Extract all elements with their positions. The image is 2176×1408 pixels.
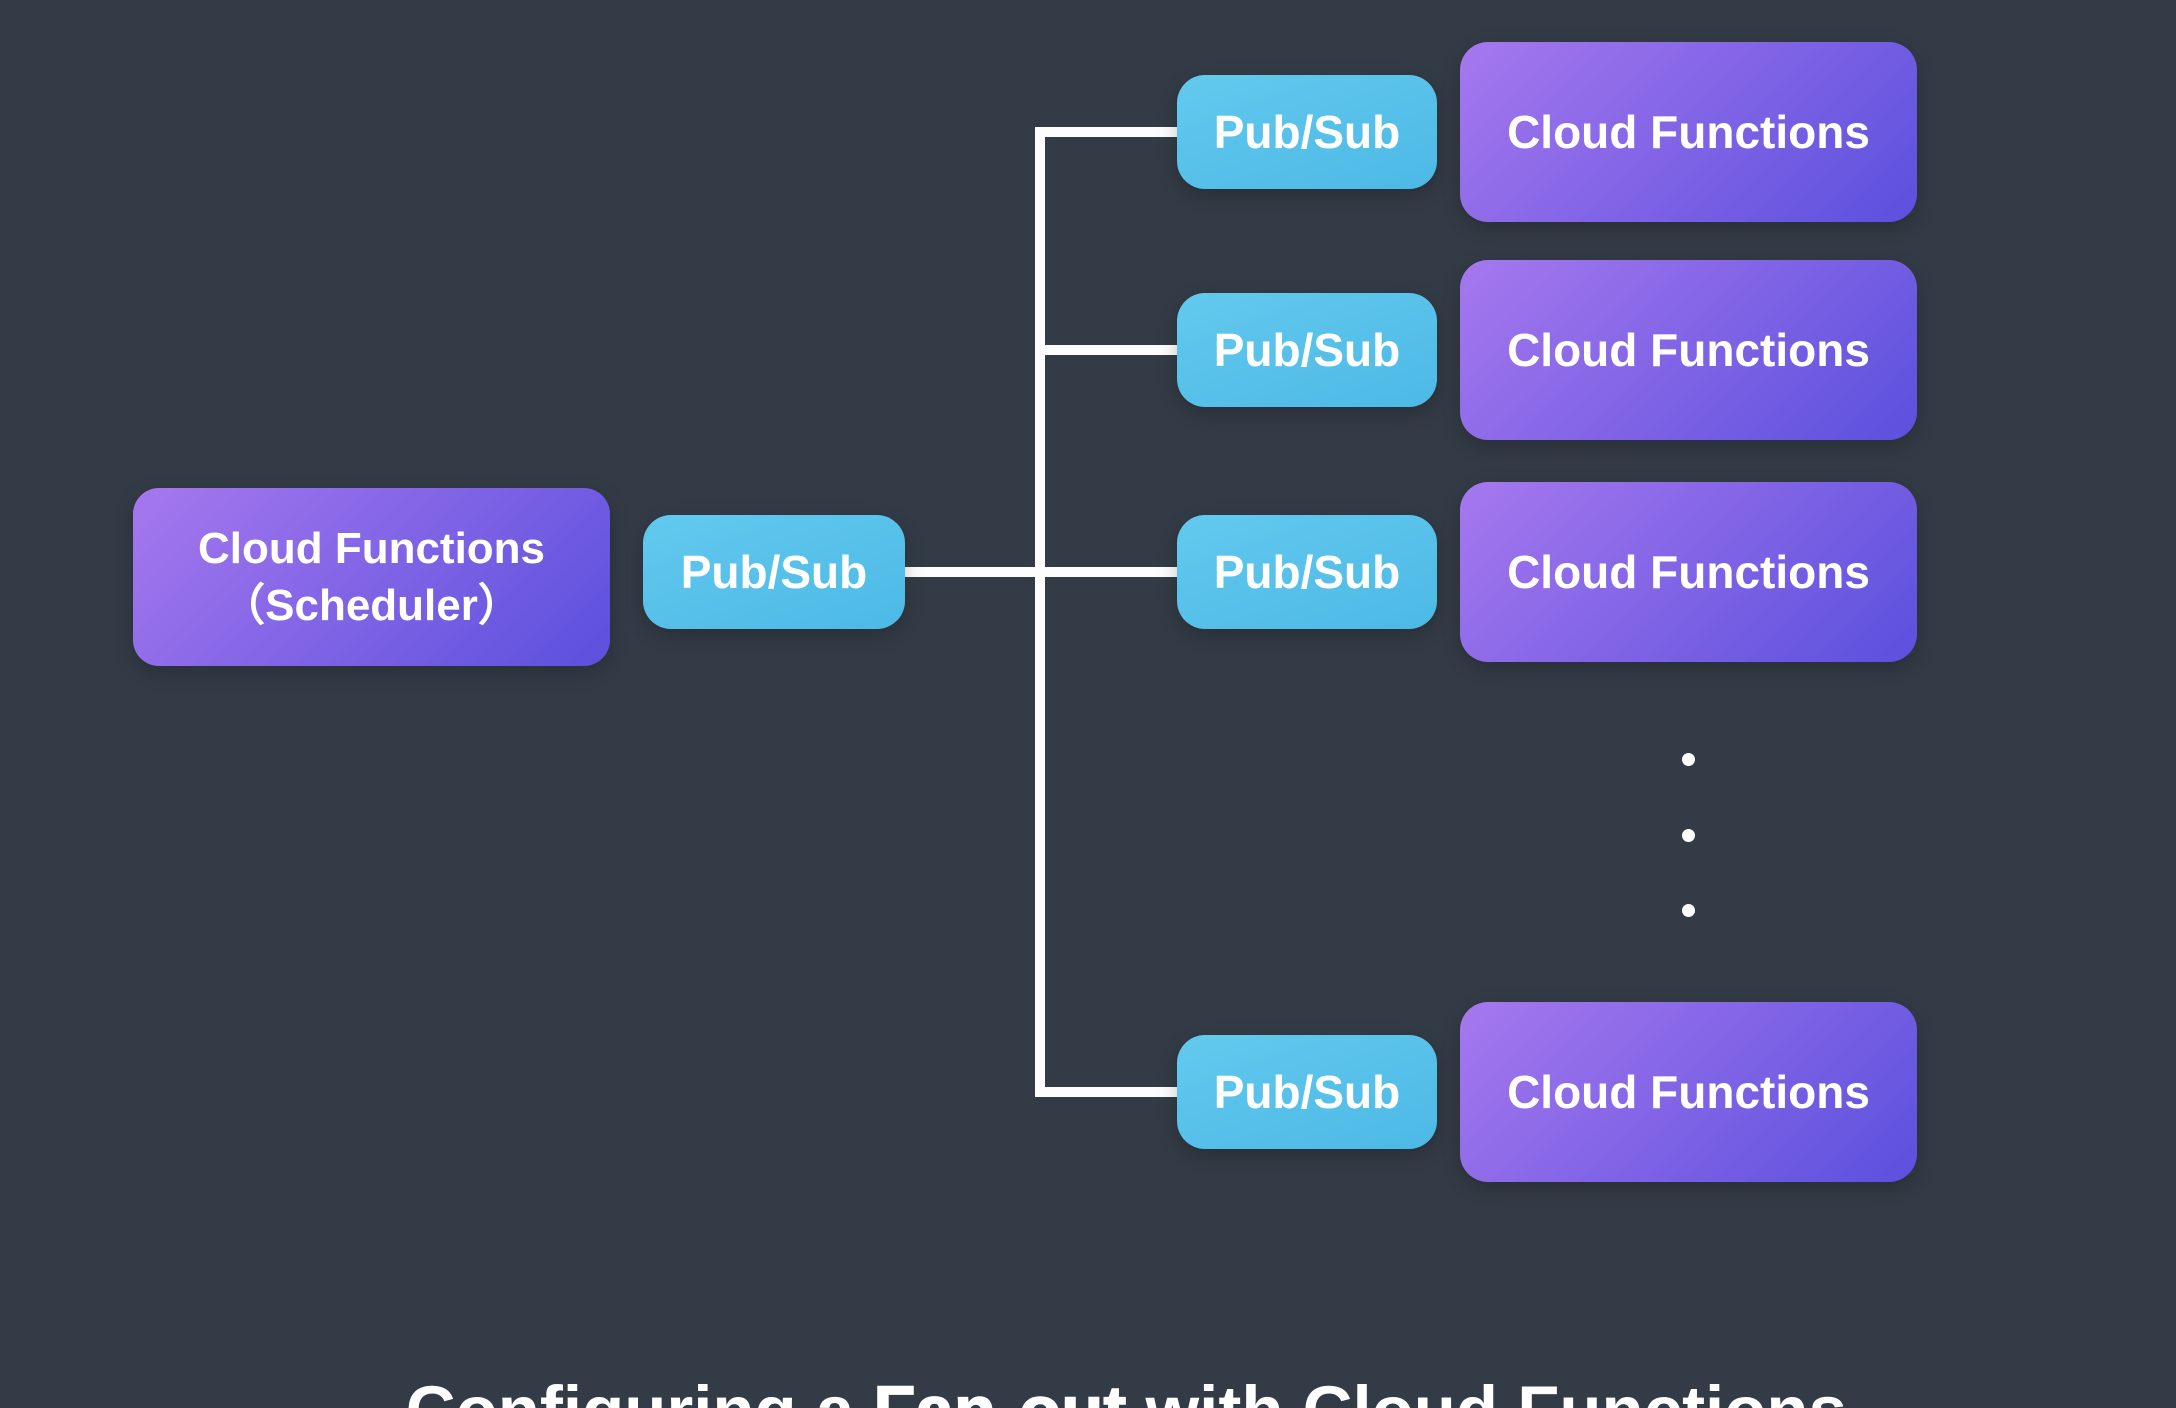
scheduler-label: Cloud Functions （Scheduler）	[198, 520, 545, 634]
caption-prefix: Configuring a	[406, 1372, 874, 1408]
hub-pubsub-label: Pub/Sub	[680, 546, 868, 598]
cloud-functions-box-2: Cloud Functions	[1460, 260, 1917, 440]
cloud-functions-label: Cloud Functions	[1507, 106, 1870, 158]
caption-suffix: with Cloud Functions	[1126, 1372, 1846, 1408]
ellipsis-dot	[1682, 753, 1695, 766]
ellipsis-dots	[1682, 753, 1695, 917]
pubsub-box-4: Pub/Sub	[1177, 1035, 1437, 1149]
pubsub-label: Pub/Sub	[1213, 324, 1401, 376]
cloud-functions-scheduler-box: Cloud Functions （Scheduler）	[133, 488, 610, 666]
caption-fanout-highlight: Fan-out	[873, 1371, 1127, 1408]
cloud-functions-box-3: Cloud Functions	[1460, 482, 1917, 662]
cloud-functions-label: Cloud Functions	[1507, 1066, 1870, 1118]
cloud-functions-label: Cloud Functions	[1507, 546, 1870, 598]
ellipsis-dot	[1682, 904, 1695, 917]
hub-pubsub-box: Pub/Sub	[643, 515, 905, 629]
cloud-functions-box-1: Cloud Functions	[1460, 42, 1917, 222]
scheduler-label-line2: （Scheduler）	[221, 581, 522, 630]
pubsub-label: Pub/Sub	[1213, 546, 1401, 598]
cloud-functions-box-4: Cloud Functions	[1460, 1002, 1917, 1182]
ellipsis-dot	[1682, 828, 1695, 842]
pubsub-label: Pub/Sub	[1213, 106, 1401, 158]
pubsub-box-3: Pub/Sub	[1177, 515, 1437, 629]
cloud-functions-label: Cloud Functions	[1507, 324, 1870, 376]
pubsub-box-1: Pub/Sub	[1177, 75, 1437, 189]
diagram-caption: Configuring a Fan-out with Cloud Functio…	[0, 1292, 2176, 1408]
pubsub-label: Pub/Sub	[1213, 1066, 1401, 1118]
scheduler-label-line1: Cloud Functions	[197, 523, 546, 573]
pubsub-box-2: Pub/Sub	[1177, 293, 1437, 407]
